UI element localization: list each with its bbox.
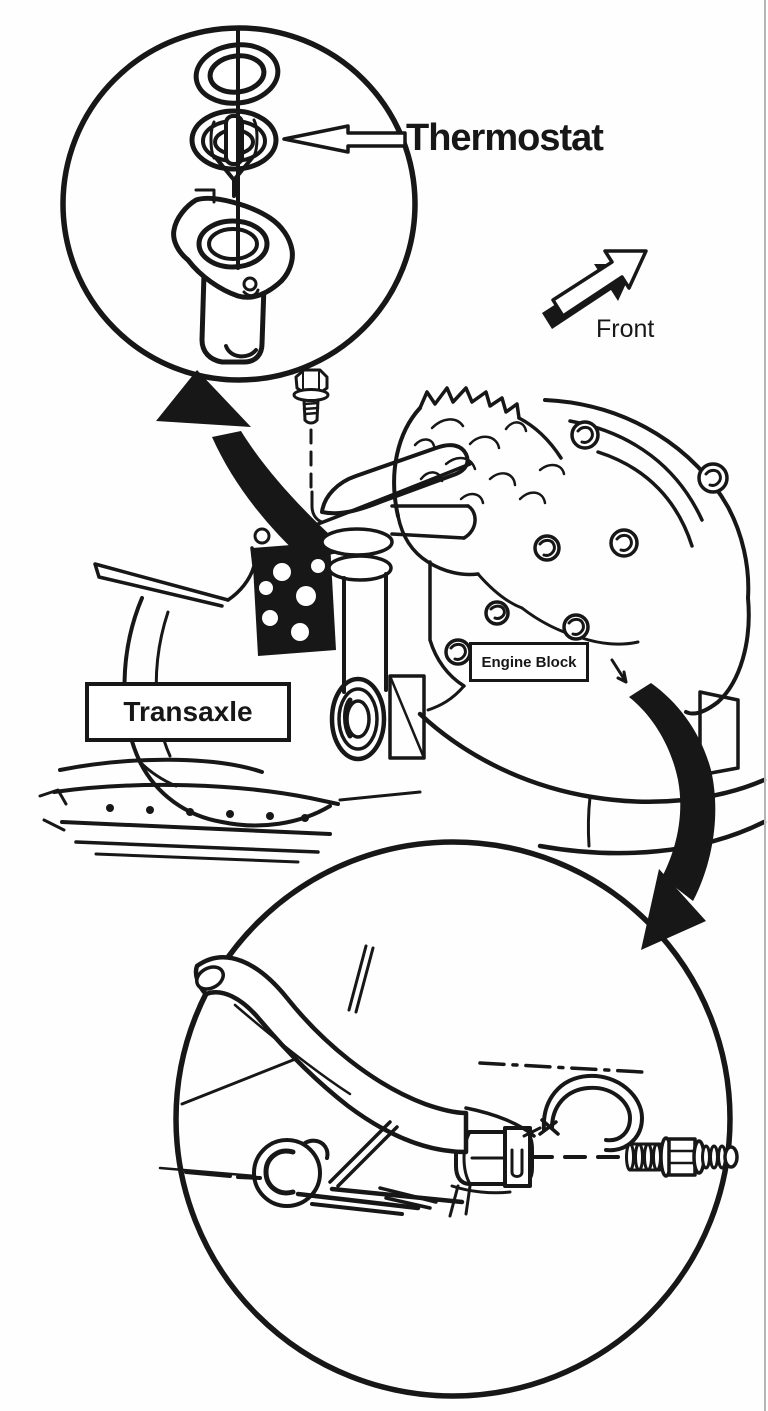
thermostat-pointer-icon	[282, 124, 407, 154]
engine-assembly	[38, 386, 767, 864]
transaxle-label: Transaxle	[85, 682, 291, 742]
front-label: Front	[596, 315, 655, 343]
radiator-hose	[193, 955, 469, 1155]
bleed-bolt	[625, 1136, 739, 1178]
engine-bolts	[444, 420, 729, 666]
housing-bolt	[292, 368, 330, 524]
thermostat-label: Thermostat	[406, 117, 604, 159]
detail-arrow-top-icon	[156, 370, 348, 560]
bushing	[158, 1138, 330, 1208]
transaxle-seal	[329, 676, 387, 762]
engine-block-label: Engine Block	[469, 642, 589, 682]
oil-pan	[38, 757, 340, 864]
front-arrow-icon	[542, 249, 648, 329]
top-callout-circle	[60, 25, 418, 383]
page-edge-line	[764, 0, 766, 1411]
detail-arrow-bottom-icon	[629, 683, 716, 950]
frame-hatching	[295, 1184, 512, 1218]
hose-spring-clamp	[522, 1073, 644, 1153]
bottom-callout-circle	[158, 839, 739, 1399]
transaxle-valve-body	[252, 521, 336, 656]
thermostat-part	[189, 108, 279, 198]
thermostat-housing	[171, 188, 295, 365]
casting-texture	[413, 418, 566, 505]
water-outlet	[316, 443, 477, 694]
